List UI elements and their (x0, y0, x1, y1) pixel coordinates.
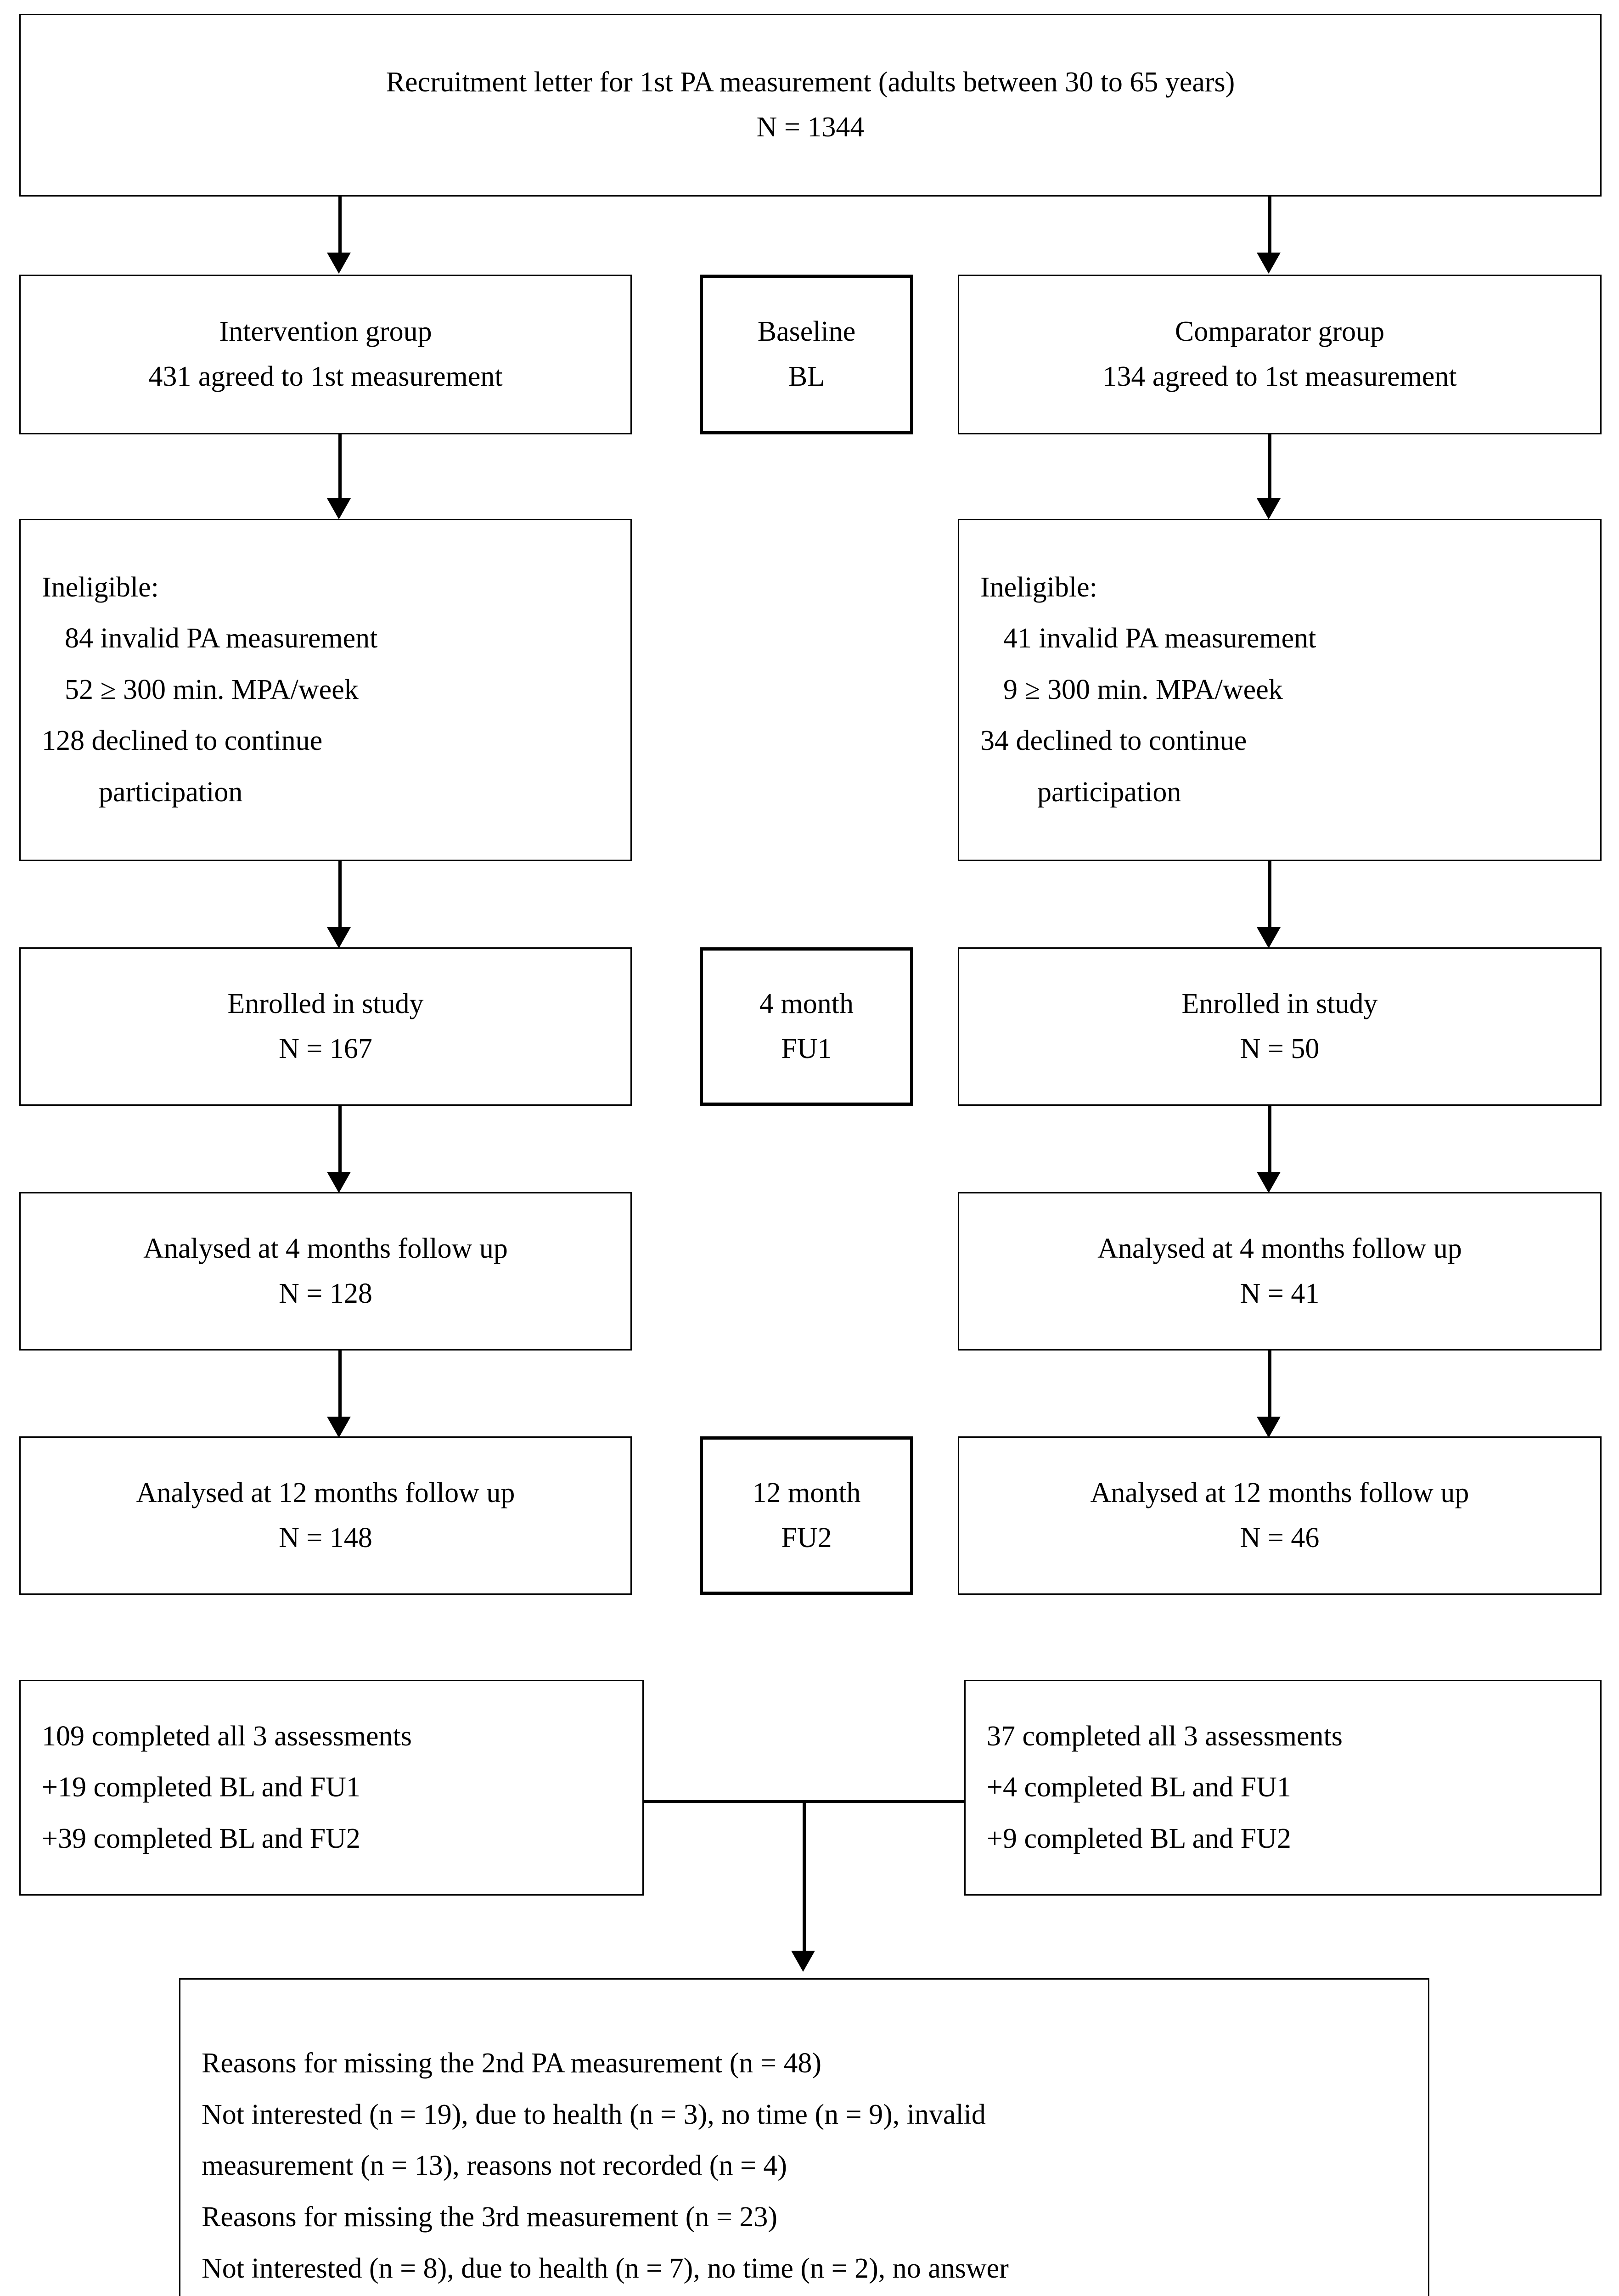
completed-comparator-line-2: +4 completed BL and FU1 (987, 1772, 1291, 1803)
arrowhead-enrolled-to-analysed4-intervention (327, 1172, 351, 1193)
connector-analysed4-to-analysed12-comparator (1268, 1351, 1271, 1417)
analysed4-comparator-line-1: Analysed at 4 months follow up (1097, 1232, 1462, 1264)
intervention-group-line-1: Intervention group (219, 316, 432, 348)
ineligible-intervention-line-2: 84 invalid PA measurement (65, 623, 378, 654)
reasons-line-5: Not interested (n = 8), due to health (n… (202, 2252, 1009, 2284)
fu2-label-box: 12 month FU2 (700, 1436, 913, 1595)
completed-intervention-box: 109 completed all 3 assessments +19 comp… (19, 1680, 644, 1896)
connector-recruitment-to-intervention (338, 197, 342, 254)
ineligible-intervention-line-4: 128 declined to continue (42, 725, 323, 757)
recruitment-box: Recruitment letter for 1st PA measuremen… (19, 14, 1602, 197)
fu2-label-line-1: 12 month (752, 1477, 861, 1508)
enrolled-comparator-line-2: N = 50 (1240, 1033, 1320, 1064)
ineligible-intervention-line-3: 52 ≥ 300 min. MPA/week (65, 674, 359, 705)
connector-ineligible-to-enrolled-comparator (1268, 861, 1271, 928)
ineligible-comparator-line-4: 34 declined to continue (980, 725, 1247, 757)
ineligible-comparator-line-2: 41 invalid PA measurement (1003, 623, 1316, 654)
reasons-box: Reasons for missing the 2nd PA measureme… (179, 1978, 1429, 2296)
ineligible-intervention-line-5: participation (99, 776, 243, 808)
enrolled-intervention-box: Enrolled in study N = 167 (19, 947, 632, 1106)
completed-comparator-line-3: +9 completed BL and FU2 (987, 1823, 1291, 1854)
arrowhead-ineligible-to-enrolled-comparator (1257, 927, 1281, 948)
enrolled-intervention-line-2: N = 167 (279, 1033, 372, 1064)
ineligible-comparator-box: Ineligible: 41 invalid PA measurement 9 … (958, 519, 1602, 861)
ineligible-comparator-line-3: 9 ≥ 300 min. MPA/week (1003, 674, 1283, 705)
fu2-label-line-2: FU2 (781, 1522, 832, 1553)
reasons-line-4: Reasons for missing the 3rd measurement … (202, 2201, 778, 2233)
arrowhead-recruitment-to-comparator (1257, 253, 1281, 274)
connector-completed-to-reasons (803, 1800, 806, 1952)
intervention-group-box: Intervention group 431 agreed to 1st mea… (19, 275, 632, 434)
connector-ineligible-to-enrolled-intervention (338, 861, 342, 928)
baseline-label-line-1: Baseline (757, 316, 856, 348)
recruitment-line-1: Recruitment letter for 1st PA measuremen… (386, 67, 1235, 98)
connector-intervention-to-ineligible (338, 434, 342, 499)
arrowhead-analysed4-to-analysed12-comparator (1257, 1417, 1281, 1438)
connector-enrolled-to-analysed4-intervention (338, 1106, 342, 1172)
analysed12-comparator-line-1: Analysed at 12 months follow up (1090, 1477, 1469, 1508)
completed-comparator-box: 37 completed all 3 assessments +4 comple… (964, 1680, 1602, 1896)
recruitment-line-2: N = 1344 (756, 112, 865, 143)
completed-intervention-line-1: 109 completed all 3 assessments (42, 1720, 412, 1752)
intervention-group-line-2: 431 agreed to 1st measurement (148, 361, 503, 392)
completed-intervention-line-2: +19 completed BL and FU1 (42, 1772, 360, 1803)
fu1-label-line-2: FU1 (781, 1033, 832, 1064)
analysed4-comparator-line-2: N = 41 (1240, 1277, 1320, 1309)
reasons-line-6: (n = 2), family commitments (n = 1), rea… (180, 2294, 950, 2296)
reasons-line-1: Reasons for missing the 2nd PA measureme… (202, 2048, 822, 2079)
enrolled-comparator-box: Enrolled in study N = 50 (958, 947, 1602, 1106)
ineligible-intervention-line-1: Ineligible: (42, 571, 159, 603)
analysed4-intervention-line-1: Analysed at 4 months follow up (143, 1232, 508, 1264)
arrowhead-enrolled-to-analysed4-comparator (1257, 1172, 1281, 1193)
arrowhead-recruitment-to-intervention (327, 253, 351, 274)
arrowhead-completed-to-reasons (791, 1951, 815, 1972)
comparator-group-box: Comparator group 134 agreed to 1st measu… (958, 275, 1602, 434)
analysed12-comparator-box: Analysed at 12 months follow up N = 46 (958, 1436, 1602, 1595)
baseline-label-box: Baseline BL (700, 275, 913, 434)
ineligible-comparator-line-5: participation (1037, 776, 1181, 808)
connector-analysed4-to-analysed12-intervention (338, 1351, 342, 1417)
analysed12-intervention-line-1: Analysed at 12 months follow up (136, 1477, 515, 1508)
connector-comparator-to-ineligible (1268, 434, 1271, 499)
comparator-group-line-1: Comparator group (1175, 316, 1385, 348)
connector-recruitment-to-comparator (1268, 197, 1271, 254)
fu1-label-box: 4 month FU1 (700, 947, 913, 1106)
reasons-line-2: Not interested (n = 19), due to health (… (202, 2099, 986, 2130)
analysed12-comparator-line-2: N = 46 (1240, 1522, 1320, 1553)
fu1-label-line-1: 4 month (759, 988, 854, 1019)
arrowhead-ineligible-to-enrolled-intervention (327, 927, 351, 948)
reasons-line-3: measurement (n = 13), reasons not record… (202, 2150, 787, 2182)
arrowhead-comparator-to-ineligible (1257, 498, 1281, 519)
ineligible-intervention-box: Ineligible: 84 invalid PA measurement 52… (19, 519, 632, 861)
analysed4-intervention-line-2: N = 128 (279, 1277, 372, 1309)
completed-intervention-line-3: +39 completed BL and FU2 (42, 1823, 360, 1854)
enrolled-comparator-line-1: Enrolled in study (1181, 988, 1378, 1019)
connector-enrolled-to-analysed4-comparator (1268, 1106, 1271, 1172)
arrowhead-analysed4-to-analysed12-intervention (327, 1417, 351, 1438)
analysed12-intervention-box: Analysed at 12 months follow up N = 148 (19, 1436, 632, 1595)
comparator-group-line-2: 134 agreed to 1st measurement (1102, 361, 1457, 392)
baseline-label-line-2: BL (788, 361, 825, 392)
completed-comparator-line-1: 37 completed all 3 assessments (987, 1720, 1343, 1752)
analysed4-comparator-box: Analysed at 4 months follow up N = 41 (958, 1192, 1602, 1351)
ineligible-comparator-line-1: Ineligible: (980, 571, 1097, 603)
enrolled-intervention-line-1: Enrolled in study (227, 988, 424, 1019)
analysed12-intervention-line-2: N = 148 (279, 1522, 372, 1553)
arrowhead-intervention-to-ineligible (327, 498, 351, 519)
analysed4-intervention-box: Analysed at 4 months follow up N = 128 (19, 1192, 632, 1351)
